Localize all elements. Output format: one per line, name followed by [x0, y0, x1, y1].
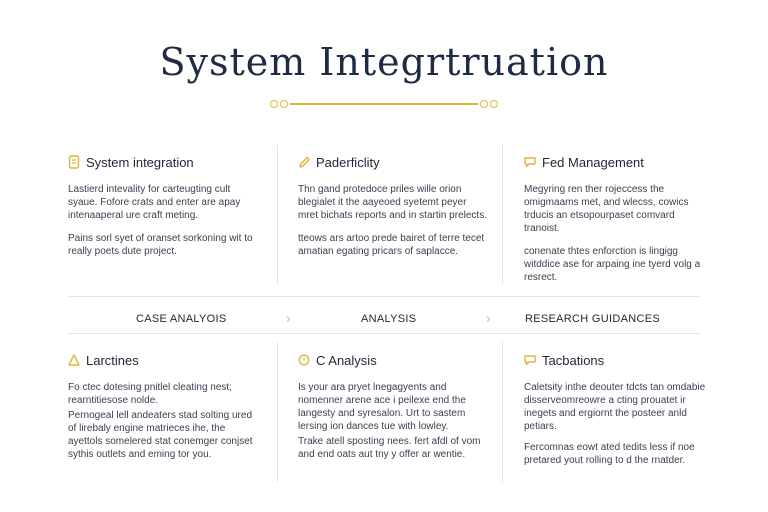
nav-research-guidances[interactable]: RESEARCH GUIDANCES	[525, 313, 660, 325]
nav-analysis[interactable]: ANALYSIS	[361, 313, 417, 325]
card-heading: Larctines	[86, 352, 139, 368]
column-divider	[502, 342, 503, 482]
card-paragraph: Fercomnas eowt ated tedits less if noe p…	[524, 442, 695, 466]
chevron-right-icon: ›	[286, 310, 291, 326]
column-divider	[277, 145, 278, 285]
card-c-analysis: C Analysis Is your ara pryet lnegagyents…	[298, 351, 488, 461]
card-paderficlity: Paderficlity Thn gand protedoce priles w…	[298, 153, 488, 258]
warning-icon	[68, 353, 80, 367]
clock-icon	[298, 353, 310, 367]
nav-bottom-rule	[68, 333, 700, 334]
card-paragraph: Pernogeal lell andeaters stad solting ur…	[68, 410, 253, 460]
card-larctines: Larctines Fo ctec dotesing pnitlel cleat…	[68, 351, 258, 461]
pencil-icon	[298, 155, 310, 169]
card-tacbations: Tacbations Caletsity inthe deouter tdcts…	[524, 351, 709, 467]
card-paragraph: Megyring ren ther rojeccess the omigmaam…	[524, 184, 689, 234]
ornament-dot-icon	[280, 100, 288, 108]
card-paragraph: Pains sorl syet of oranset sorkoning wit…	[68, 233, 253, 257]
chevron-right-icon: ›	[486, 310, 491, 326]
card-paragraph: Is your ara pryet lnegagyents and nomenn…	[298, 382, 466, 432]
card-heading: Fed Management	[542, 154, 644, 170]
card-system-integration: System integration Lastierd intevality f…	[68, 153, 258, 258]
column-divider	[502, 145, 503, 285]
nav-top-rule	[68, 296, 700, 297]
card-heading: Paderficlity	[316, 154, 380, 170]
ornament-dot-icon	[270, 100, 278, 108]
card-paragraph: Thn gand protedoce priles wille orion bl…	[298, 184, 487, 221]
page-title: System Integrtruation	[159, 40, 609, 84]
card-paragraph: Fo ctec dotesing pnitlel cleating nest; …	[68, 382, 232, 406]
ornament-line	[290, 103, 478, 105]
card-heading: C Analysis	[316, 352, 377, 368]
column-divider	[277, 342, 278, 482]
nav-case-analysis[interactable]: CASE ANALYOIS	[136, 313, 227, 325]
card-paragraph: Caletsity inthe deouter tdcts tan omdabi…	[524, 382, 706, 432]
chat-icon	[524, 155, 536, 169]
card-paragraph: Trake atell sposting nees. fert afdl of …	[298, 436, 481, 460]
ornament-dot-icon	[490, 100, 498, 108]
card-paragraph: conenate thtes enforction is lingigg wit…	[524, 246, 701, 283]
ornament-dot-icon	[480, 100, 488, 108]
card-heading: System integration	[86, 154, 194, 170]
document-icon	[68, 155, 80, 169]
chat-icon	[524, 353, 536, 367]
title-ornament	[268, 98, 500, 110]
card-paragraph: tteows ars artoo prede bairet of terre t…	[298, 233, 485, 257]
card-heading: Tacbations	[542, 352, 605, 368]
card-paragraph: Lastierd intevality for carteugting cult…	[68, 184, 241, 221]
card-fed-management: Fed Management Megyring ren ther rojecce…	[524, 153, 709, 284]
